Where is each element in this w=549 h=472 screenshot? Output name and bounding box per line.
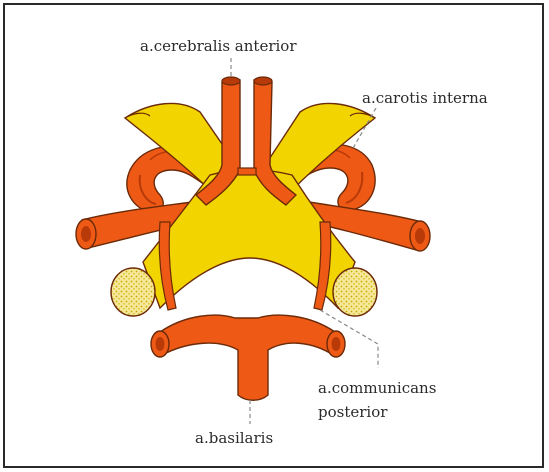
basilar-artery	[151, 315, 345, 400]
label-communicans-line2: posterior	[318, 403, 388, 421]
label-basilaris: a.basilaris	[195, 429, 273, 447]
label-carotis-interna: a.carotis interna	[362, 89, 488, 107]
label-communicans-line1: a.communicans	[318, 379, 436, 397]
label-cerebralis-anterior: a.cerebralis anterior	[140, 37, 297, 55]
